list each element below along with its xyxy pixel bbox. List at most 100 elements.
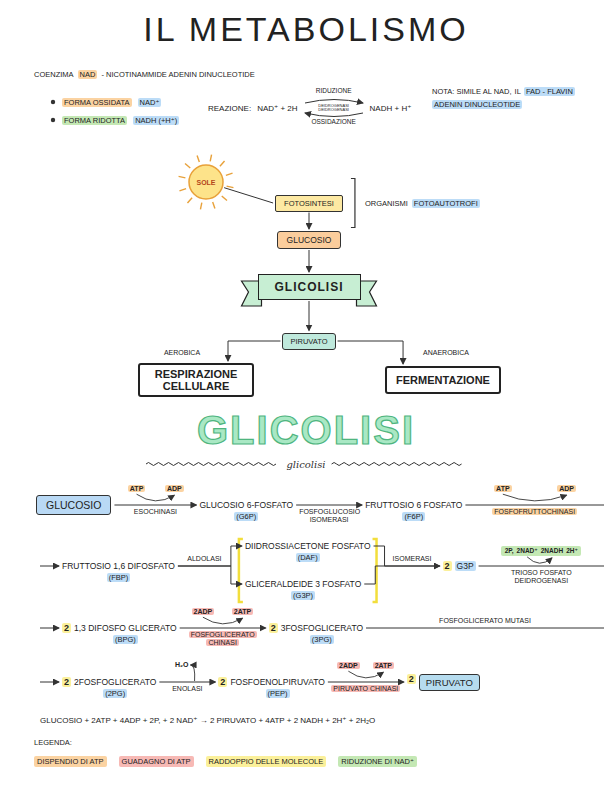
enzyme-label: FOSFOFRUTTOCHINASI <box>492 508 577 515</box>
process-box: FERMENTAZIONE <box>385 366 501 394</box>
sun-ray <box>197 155 199 162</box>
cofactor-label: 2ADP <box>192 608 215 615</box>
squiggle <box>332 463 462 466</box>
cofactor-box: H₂O <box>175 661 189 669</box>
highlight-term: FORMA RIDOTTA <box>62 116 127 125</box>
cofactor-arrow <box>527 557 552 563</box>
reaction-label: OSSIDAZIONE <box>311 118 355 125</box>
formula: NAD⁺ + 2H <box>257 104 297 113</box>
sun-ray <box>210 155 211 162</box>
sun-ray <box>179 176 186 177</box>
count-badge: 2 <box>269 623 278 633</box>
cofactor-box: ATP <box>128 485 145 493</box>
flow-arrow <box>178 566 242 584</box>
enzyme-label: ALDOLASI <box>187 555 221 562</box>
metabolite-name: 3FOSFOGLICERATO <box>281 623 363 633</box>
enzyme-label: DEIDROGENASI <box>318 107 349 112</box>
metabolite-node: GLICERALDEIDE 3 FOSFATO(G3P) <box>245 579 361 600</box>
cofactor-label: 2ATP <box>373 662 394 669</box>
reaction-arrows: RIDUZIONEDEIDROGENASIDEIDROGENASIOSSIDAZ… <box>302 100 366 116</box>
enzyme-label: ESOCHINASI <box>134 508 177 515</box>
flow-arrow <box>40 505 604 566</box>
abbreviation: (DAF) <box>296 553 320 562</box>
process-box: GLICOLISI <box>258 274 361 300</box>
cofactor-label: 2ADP <box>337 662 360 669</box>
legend-item: DISPENDIO DI ATP <box>34 756 107 767</box>
flow-arrow <box>328 682 404 683</box>
edge-label-box: FOSFOFRUTTOCHINASI <box>492 508 577 516</box>
text-wrap: DEIDROGENASI <box>292 104 376 108</box>
flow-arrow <box>309 213 310 230</box>
sun-ray <box>220 161 225 166</box>
box-label: GLICOLISI <box>275 280 344 294</box>
name-column: PIRUVATO <box>419 674 480 691</box>
metabolite-name: FRUTTOSIO 1,6 DIFOSFATO <box>62 561 175 571</box>
text-wrap: RIDUZIONE <box>292 88 376 95</box>
cofactor-box: ADP <box>557 485 576 493</box>
cofactor-arrow <box>348 671 383 678</box>
sun-label: SOLE <box>196 179 215 186</box>
abbreviation: (BPG) <box>113 635 138 644</box>
note-text: NOTA: SIMILE AL NAD, <box>432 87 512 96</box>
flow-arrow <box>309 250 310 272</box>
edge-label-box: TRIOSO FOSFATO DEIDROGENASI <box>493 569 589 586</box>
note-text: REAZIONE: <box>208 104 251 113</box>
bullet-dot <box>51 100 55 104</box>
metabolite-name: 2FOSFOGLICERATO <box>74 677 156 687</box>
process-box: GLUCOSIO <box>36 495 111 515</box>
flow-arrow <box>224 188 273 203</box>
box-label: RESPIRAZIONE CELLULARE <box>146 368 246 392</box>
count-badge: 2 <box>62 677 71 687</box>
metabolite-node: FRUTTOSIO 6 FOSFATO(F6P) <box>365 500 462 521</box>
box-label: PIRUVATO <box>290 337 327 346</box>
cofactor-label: H₂O <box>175 661 189 668</box>
cofactor-box: 2ATP <box>232 608 253 616</box>
text-group: FORMA RIDOTTA NADH (+H⁺) <box>62 116 179 125</box>
enzyme-label: DEIDROGENASI <box>318 103 349 108</box>
section-heading-text: GLICOLISI <box>197 408 415 452</box>
cofactor-box: 2P,2NAD⁺2NADH2H⁺ <box>501 546 581 556</box>
edge-label-box: FOSFOGLICERATO MUTASI <box>439 617 531 625</box>
abbreviation: (3PG) <box>310 635 334 644</box>
sun-ray <box>226 173 233 175</box>
text-group: NOTA: SIMILE AL NAD,ILFAD - FLAVIN ADENI… <box>432 86 582 112</box>
process-box: GLUCOSIO <box>277 231 342 249</box>
text-group: LEGENDA: <box>34 738 72 747</box>
legend-item: RIDUZIONE DI NAD⁺ <box>338 756 417 767</box>
metabolite-node: 2FOSFOENOLPIRUVATO(PEP) <box>218 677 324 698</box>
legend-text: RADDOPPIO DELLE MOLECOLE <box>209 757 324 766</box>
legend-text: GUADAGNO DI ATP <box>122 757 191 766</box>
enzyme-label: ISOMERASI <box>393 555 432 562</box>
note-text: ORGANISMI <box>365 199 408 208</box>
metabolite-name: PIRUVATO <box>419 674 480 691</box>
squiggle <box>146 463 276 466</box>
sun-disc <box>189 165 223 199</box>
cofactor-label: 2H⁺ <box>566 547 578 554</box>
process-box: PIRUVATO <box>282 333 335 350</box>
box-label: GLUCOSIO <box>287 235 332 245</box>
name-column: GLUCOSIO 6-FOSFATO(G6P) <box>199 500 293 521</box>
text-group: ORGANISMIFOTOAUTOTROFI <box>365 199 480 208</box>
sun-ray <box>227 186 234 187</box>
reaction-arrow <box>305 100 363 104</box>
note-text: IL <box>515 87 521 96</box>
flow-arrow <box>40 566 604 628</box>
cofactor-box: 2ADP <box>337 662 360 670</box>
process-box: FOTOSINTESI <box>275 195 343 212</box>
flow-arrow <box>296 505 362 506</box>
highlight-term: FORMA OSSIDATA <box>62 98 132 107</box>
yellow-bracket <box>373 539 377 602</box>
metabolite-node: DIIDROSSIACETONE FOSFATO(DAF) <box>245 541 371 562</box>
flow-arrow <box>309 301 310 331</box>
branch-label: AEROBICA <box>164 349 200 356</box>
flow-arrow <box>114 505 196 506</box>
metabolite-name: GLICERALDEIDE 3 FOSFATO <box>245 579 361 589</box>
count-badge: 2 <box>443 561 452 571</box>
name-column: FRUTTOSIO 1,6 DIFOSFATO(FBP) <box>62 561 175 582</box>
text-group: DISPENDIO DI ATP GUADAGNO DI ATP RADDOPPIO… <box>34 756 429 767</box>
note-text: COENZIMA <box>34 70 74 79</box>
highlight-term: NADH (+H⁺) <box>133 116 179 125</box>
cofactor-arrow <box>137 494 175 501</box>
text-group: REAZIONE: NAD⁺ + 2H RIDUZIONEDEIDROGENASID… <box>208 100 411 116</box>
enzyme-label: FOSFOGLICERATO MUTASI <box>439 617 531 624</box>
